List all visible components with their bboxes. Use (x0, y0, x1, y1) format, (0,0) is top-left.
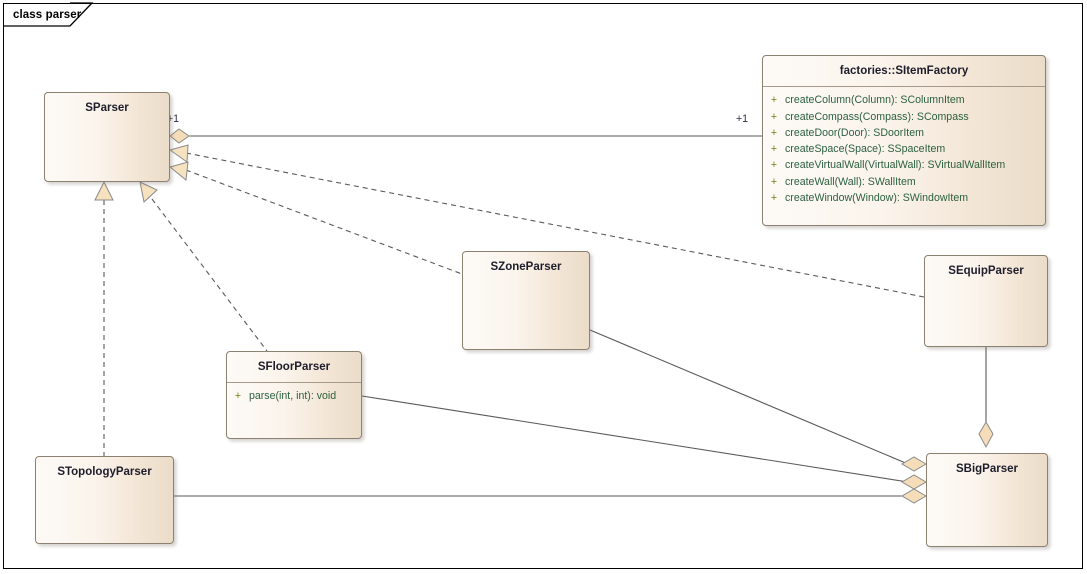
operation-row: + createWall(Wall): SWallItem (763, 174, 1045, 190)
operations-compartment-sfloorparser: + parse(int, int): void (227, 383, 361, 410)
class-title-szoneparser: SZoneParser (490, 261, 562, 273)
class-title-stopologyparser: STopologyParser (57, 466, 152, 478)
class-title-sitemfactory: factories::SItemFactory (839, 65, 969, 77)
class-separator (227, 382, 361, 384)
class-box-szoneparser[interactable]: SZoneParser (462, 251, 590, 350)
diagram-frame-tab: class parser (3, 3, 108, 26)
operation-row: + createDoor(Door): SDoorItem (763, 125, 1045, 141)
multiplicity-sitemfactory-end: +1 (736, 113, 749, 125)
operations-compartment-sitemfactory: + createColumn(Column): SColumnItem + cr… (763, 87, 1045, 212)
operation-signature: createDoor(Door): SDoorItem (785, 126, 924, 139)
class-box-sbigparser[interactable]: SBigParser (926, 453, 1048, 547)
operation-visibility: + (770, 94, 778, 107)
operation-row: + createVirtualWall(VirtualWall): SVirtu… (763, 157, 1045, 173)
class-box-sitemfactory[interactable]: factories::SItemFactory + createColumn(C… (762, 55, 1046, 226)
operation-row: + createSpace(Space): SSpaceItem (763, 141, 1045, 157)
operation-row: + createCompass(Compass): SCompass (763, 109, 1045, 125)
class-box-sequipparser[interactable]: SEquipParser (924, 255, 1048, 347)
operation-signature: createColumn(Column): SColumnItem (785, 94, 965, 107)
operation-signature: createVirtualWall(VirtualWall): SVirtual… (785, 159, 1006, 172)
class-title-sfloorparser: SFloorParser (257, 361, 331, 373)
operation-signature: createCompass(Compass): SCompass (785, 110, 969, 123)
operation-signature: parse(int, int): void (249, 390, 337, 403)
class-title-sbigparser: SBigParser (955, 463, 1018, 475)
class-box-stopologyparser[interactable]: STopologyParser (35, 456, 174, 544)
operation-visibility: + (770, 175, 778, 188)
class-title-sparser: SParser (85, 102, 129, 114)
operation-signature: createWall(Wall): SWallItem (785, 175, 916, 188)
operation-row: + createWindow(Window): SWindowItem (763, 190, 1045, 206)
diagram-frame-label: class parser (13, 9, 82, 21)
operation-visibility: + (770, 159, 778, 172)
multiplicity-sparser-end: +1 (167, 113, 180, 125)
class-title-sequipparser: SEquipParser (948, 265, 1024, 277)
class-box-sparser[interactable]: SParser (44, 92, 170, 182)
operation-visibility: + (770, 126, 778, 139)
operation-signature: createSpace(Space): SSpaceItem (785, 143, 946, 156)
operation-signature: createWindow(Window): SWindowItem (785, 192, 969, 204)
class-separator (763, 86, 1045, 88)
class-box-sfloorparser[interactable]: SFloorParser + parse(int, int): void (226, 351, 362, 439)
operation-row: + createColumn(Column): SColumnItem (763, 92, 1045, 108)
diagram-frame (3, 3, 1083, 569)
operation-visibility: + (234, 390, 242, 403)
operation-visibility: + (770, 110, 778, 123)
operation-row: + parse(int, int): void (227, 388, 361, 404)
operation-visibility: + (770, 192, 778, 204)
operation-visibility: + (770, 143, 778, 156)
